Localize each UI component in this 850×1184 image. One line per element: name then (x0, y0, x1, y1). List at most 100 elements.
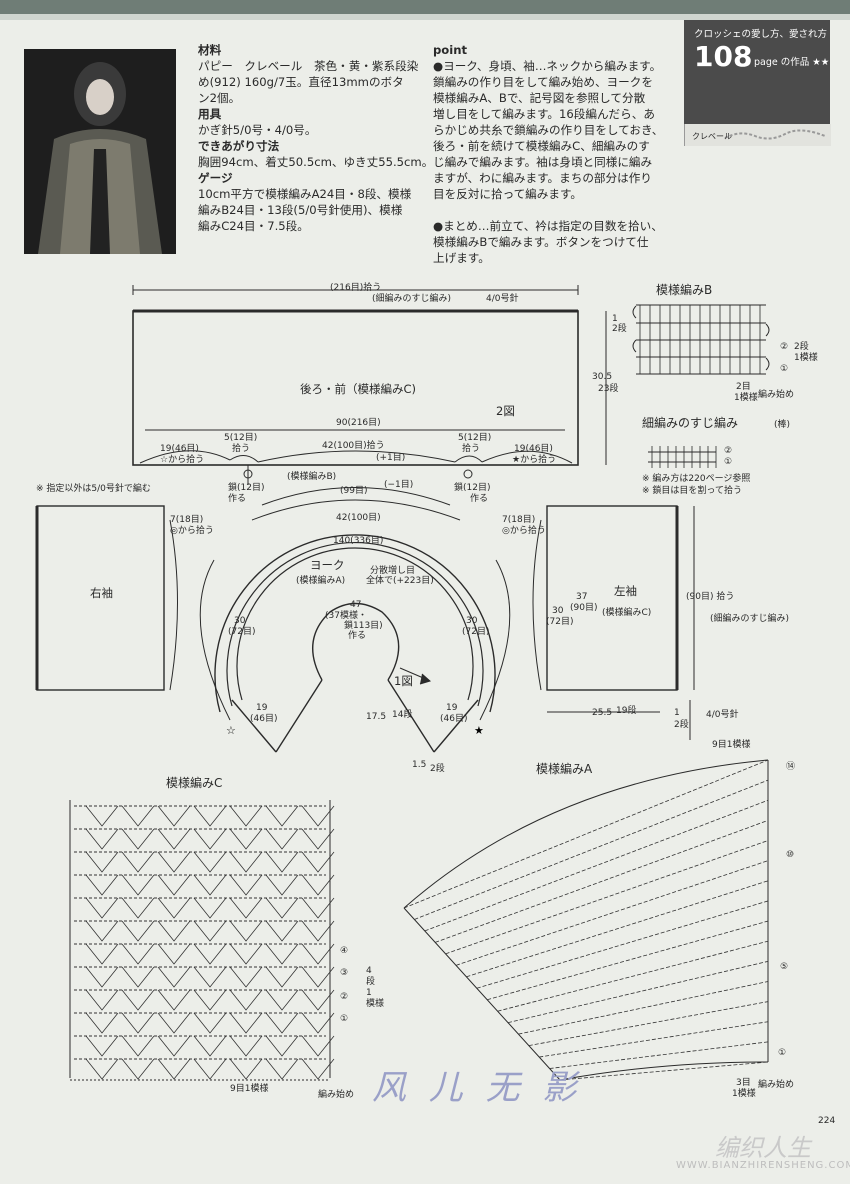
sujiami-note2: ※ 鎖目は目を割って拾う (642, 486, 742, 496)
pattern-c-rows (74, 805, 335, 1080)
pattern-c-row3: ③ (340, 968, 349, 978)
pattern-c-title: 模様編みC (166, 776, 223, 790)
yoke-right-19: 19 (446, 703, 458, 713)
stitch-fan (121, 805, 155, 827)
stitch-row (445, 840, 769, 955)
stitch-fan (193, 920, 227, 942)
stitch-fan (121, 1012, 155, 1034)
stitch-fan (157, 989, 191, 1011)
left-sleeve-pick90: (90目) 拾う (686, 592, 735, 602)
pattern-b-st2: 1模様 (734, 393, 758, 403)
stitch-row (455, 860, 769, 966)
stitch-fan (229, 828, 263, 850)
yoke-right-72: (72目) (462, 627, 490, 637)
stitch-fan (121, 966, 155, 988)
gauge-heading: ゲージ (198, 171, 233, 185)
stitch-fan (265, 851, 299, 873)
left-sleeve-outline (546, 505, 678, 691)
stitch-fan (157, 1035, 191, 1057)
stitch-fan (193, 851, 227, 873)
pattern-a-row14: ⑭ (786, 762, 796, 772)
stitch-fan (229, 943, 263, 965)
pattern-b-title: 模様編みB (656, 283, 713, 297)
left-sleeve-title: 左袖 (614, 584, 637, 598)
size-heading: できあがり寸法 (198, 139, 280, 153)
stitch-fan (193, 1035, 227, 1057)
stitch-fan (121, 989, 155, 1011)
point-text: 増し目をして編みます。16段編んだら、あ (433, 107, 655, 121)
left-sleeve-edge: (細編みのすじ編み) (710, 614, 790, 624)
stitch-fan (121, 828, 155, 850)
yoke-99: (99目) (340, 486, 368, 496)
fig1-label: 1図 (394, 674, 413, 688)
yoke-right-30: 30 (466, 616, 478, 626)
left-sleeve-pattern: (模様編みC) (602, 608, 652, 618)
stitch-fan (157, 851, 191, 873)
hook-note: ※ 指定以外は5/0号針で編む (36, 484, 151, 494)
right5-pick: 拾う (462, 444, 481, 454)
stitch-fan (229, 1012, 263, 1034)
stitch-fan (193, 943, 227, 965)
pattern-c-chart (69, 800, 331, 1081)
stitch-fan (229, 1035, 263, 1057)
stitch-fan (85, 1035, 119, 1057)
pattern-c-row2: ② (340, 992, 349, 1002)
gauge-text: 編みB24目・13段(5/0号針使用)、模様 (198, 203, 403, 217)
left-sleeve-30: 30 (552, 606, 564, 616)
badge-title: クロッシェの愛し方、愛され方 (694, 29, 828, 40)
pattern-c-start: 編み始め (318, 1090, 355, 1100)
site-logo: 编织人生 (715, 1134, 811, 1162)
materials-text: ン2個。 (198, 91, 241, 105)
body-width-label: 90(216目) (336, 418, 381, 428)
stitch-fan (121, 851, 155, 873)
stitch-fan (193, 897, 227, 919)
yoke-left-46: (46目) (250, 714, 278, 724)
solid-star-mark: ★ (474, 724, 484, 737)
chain-right: 鎖(12目) (454, 483, 491, 493)
stitch-fan (193, 989, 227, 1011)
stitch-fan (265, 897, 299, 919)
stitch-row (414, 779, 769, 920)
pattern-a-row1: ① (778, 1048, 787, 1058)
right-sleeve-pick-from: ◎から拾う (170, 526, 214, 536)
pattern-b-rep2: 1模様 (794, 353, 818, 363)
badge-page-number: 108 (694, 40, 753, 73)
yoke-140: 140(336目) (333, 536, 384, 546)
stitch-fan (193, 966, 227, 988)
stitch-fan (265, 1058, 299, 1080)
stitch-row (424, 799, 769, 932)
stitch-fan (301, 1058, 335, 1080)
stitch-fan (301, 943, 335, 965)
stitch-fan (229, 920, 263, 942)
stitch-fan (301, 828, 335, 850)
stitch-row (549, 1041, 769, 1069)
stitch-fan (85, 828, 119, 850)
yoke-rows: 14段 (392, 710, 413, 720)
top-hook-label: 4/0号針 (486, 294, 519, 304)
chain-right-make: 作る (470, 494, 489, 504)
materials-text: め(912) 160g/7玉。直径13mmのボタ (198, 75, 404, 89)
pattern-b-start: 編み始め (758, 390, 795, 400)
point-text: 上げます。 (433, 251, 490, 265)
stitch-fan (85, 851, 119, 873)
left5-pick: 拾う (232, 444, 251, 454)
stitch-fan (265, 805, 299, 827)
stitch-fan (157, 897, 191, 919)
stitch-fan (229, 897, 263, 919)
point-text: 目を反対に拾って編みます。 (433, 187, 582, 201)
stitch-fan (85, 874, 119, 896)
left-sleeve-72: (72目) (546, 617, 574, 627)
top-pick-label: (216目)拾う (330, 283, 382, 293)
point-text: 模様編みA、Bで、記号図を参照して分散 (433, 91, 646, 105)
stitch-row (497, 940, 769, 1012)
stitch-fan (229, 874, 263, 896)
stitch-fan (157, 828, 191, 850)
stitch-fan (301, 966, 335, 988)
left-sleeve-rows: 19段 (616, 706, 637, 716)
page-edge (0, 14, 850, 20)
gauge-text: 10cm平方で模様編みA24目・8段、模様 (198, 187, 412, 201)
stitch-row (487, 920, 769, 1001)
stitch-row (528, 1001, 769, 1046)
